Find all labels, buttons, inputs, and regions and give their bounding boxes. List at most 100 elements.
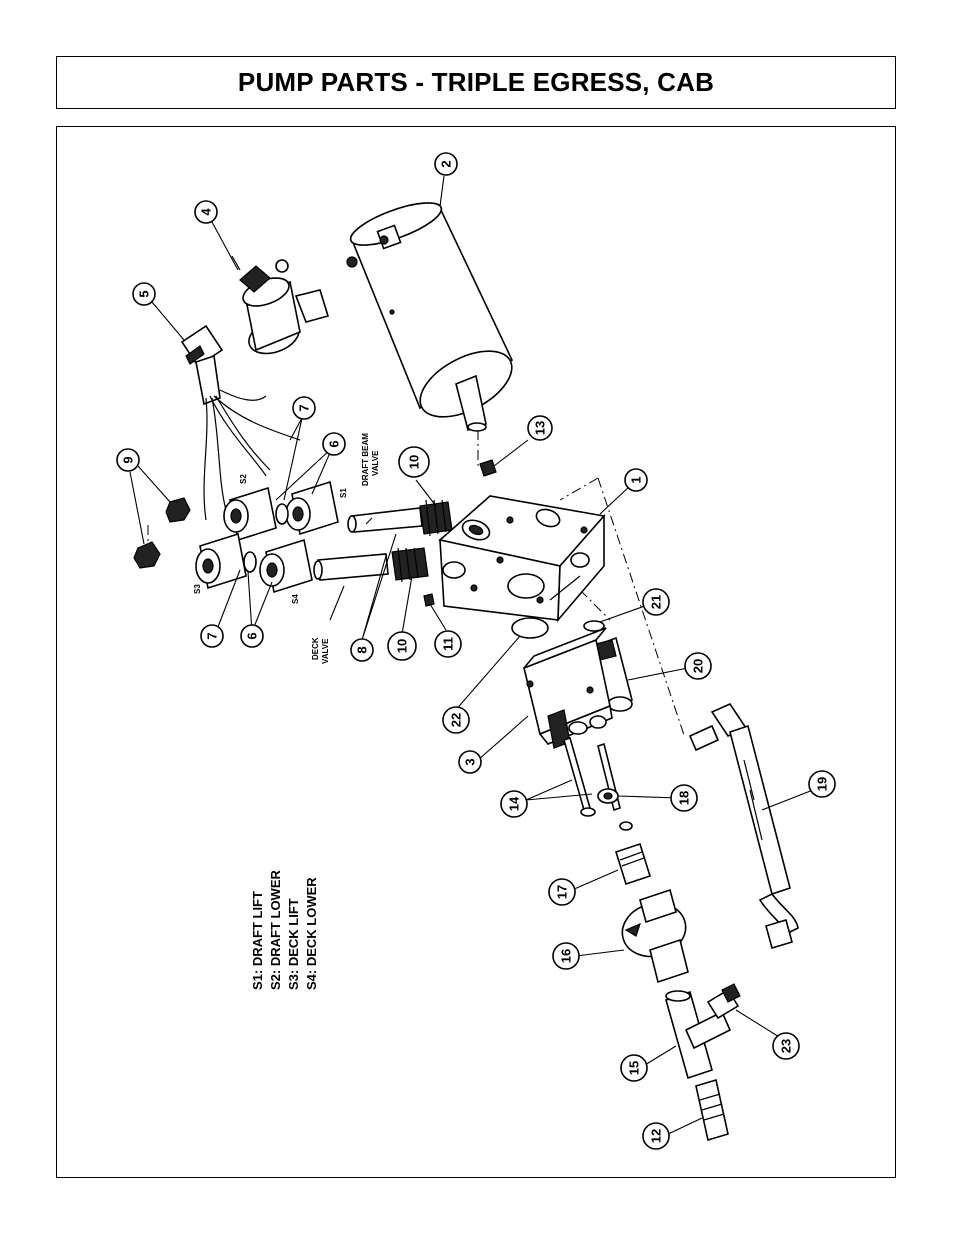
svg-text:9: 9 — [121, 456, 136, 463]
svg-text:7: 7 — [297, 404, 312, 411]
leader-6-top — [275, 447, 333, 501]
draft-beam-valve-cartridge — [347, 499, 453, 537]
svg-text:1: 1 — [629, 476, 644, 483]
coil-s4 — [259, 538, 313, 594]
callout-12: 12 — [642, 1122, 670, 1150]
leader-deck — [329, 585, 345, 621]
callout-20: 20 — [684, 652, 712, 680]
callout-16: 16 — [552, 942, 580, 970]
callout-10-bottom: 10 — [387, 631, 417, 661]
callout-1: 1 — [624, 468, 648, 492]
gear-pump — [523, 627, 613, 749]
callout-15: 15 — [620, 1054, 648, 1082]
adapter-17 — [615, 842, 651, 886]
leader-14 — [525, 779, 593, 801]
svg-text:6: 6 — [327, 440, 342, 447]
switch — [231, 255, 330, 355]
diagram-frame — [56, 126, 896, 1178]
hose-barb-12 — [695, 1078, 729, 1142]
svg-text:20: 20 — [691, 659, 706, 673]
title-box: PUMP PARTS - TRIPLE EGRESS, CAB — [56, 56, 896, 109]
svg-text:23: 23 — [779, 1039, 794, 1053]
centerline-block — [559, 477, 599, 501]
coil-s3 — [195, 532, 247, 590]
centerline-hose — [597, 477, 685, 736]
leader-7-bottom — [215, 569, 241, 633]
leader-9-bottom — [129, 471, 145, 545]
callout-7-bottom: 7 — [200, 624, 224, 648]
leader-1 — [599, 485, 631, 515]
callout-14: 14 — [500, 790, 528, 818]
callout-21: 21 — [642, 588, 670, 616]
callout-9-top: 9 — [116, 448, 140, 472]
svg-text:15: 15 — [627, 1061, 642, 1075]
manifold-block — [438, 495, 606, 623]
relief-valve-20 — [593, 636, 633, 712]
callout-7-top: 7 — [292, 396, 316, 420]
bolts-14 — [563, 736, 621, 817]
fitting-13 — [479, 459, 497, 477]
leader-19 — [761, 787, 819, 811]
leader-7-top — [283, 417, 303, 501]
electric-motor — [346, 202, 514, 432]
leader-13 — [493, 439, 529, 467]
page-title: PUMP PARTS - TRIPLE EGRESS, CAB — [237, 67, 715, 97]
legend-s3: S3: DECK LIFT — [286, 898, 301, 990]
svg-text:12: 12 — [649, 1129, 664, 1143]
svg-text:17: 17 — [555, 885, 570, 899]
o-rings-7 — [243, 503, 289, 573]
hose-19 — [688, 702, 799, 950]
svg-text:13: 13 — [533, 421, 548, 435]
leader-6-bottom — [247, 571, 273, 633]
deck-valve-cartridge — [313, 547, 429, 583]
callout-17: 17 — [548, 878, 576, 906]
s3-label: S3 — [193, 584, 202, 594]
legend-s1: S1: DRAFT LIFT — [250, 891, 265, 990]
svg-text:2: 2 — [439, 160, 454, 167]
leader-18 — [617, 795, 679, 799]
nuts-9 — [133, 497, 191, 569]
draft-beam-valve-label-2: VALVE — [371, 450, 380, 476]
draft-beam-valve-label-1: DRAFT BEAM — [361, 433, 370, 486]
callout-3: 3 — [458, 750, 482, 774]
svg-text:22: 22 — [449, 713, 464, 727]
deck-valve-label-2: VALVE — [321, 638, 330, 664]
s2-label: S2 — [239, 474, 248, 484]
leader-22 — [453, 635, 521, 713]
callout-19: 19 — [808, 770, 836, 798]
svg-text:5: 5 — [137, 290, 152, 297]
svg-text:6: 6 — [245, 632, 260, 639]
deck-valve-label-1: DECK — [311, 637, 320, 660]
callout-18: 18 — [670, 784, 698, 812]
wire-harness — [180, 324, 301, 521]
o-ring-22 — [511, 617, 549, 639]
coil-s2 — [223, 486, 277, 542]
leader-23 — [735, 1009, 785, 1041]
leader-draft-beam — [365, 517, 373, 525]
leader-3 — [477, 715, 529, 761]
leader-4 — [211, 221, 239, 271]
svg-text:21: 21 — [649, 595, 664, 609]
svg-text:14: 14 — [507, 796, 522, 811]
callout-10-top: 10 — [398, 446, 430, 478]
o-ring-21 — [583, 620, 605, 632]
callout-23: 23 — [772, 1032, 800, 1060]
svg-text:7: 7 — [205, 632, 220, 639]
svg-text:19: 19 — [815, 777, 830, 791]
leader-8 — [361, 533, 397, 641]
callout-8: 8 — [350, 638, 374, 662]
svg-text:16: 16 — [559, 949, 574, 963]
leader-17 — [571, 869, 619, 891]
coil-s1 — [285, 480, 339, 536]
leader-10-top — [415, 479, 437, 507]
filter-16 — [621, 888, 689, 984]
s1-label: S1 — [339, 488, 348, 498]
callout-2: 2 — [434, 152, 458, 176]
svg-text:11: 11 — [441, 637, 456, 651]
callout-6-top: 6 — [322, 432, 346, 456]
legend-s4: S4: DECK LOWER — [304, 877, 319, 990]
svg-text:8: 8 — [355, 646, 370, 653]
leader-11 — [429, 603, 447, 631]
svg-text:3: 3 — [463, 758, 478, 765]
s4-label: S4 — [291, 594, 300, 604]
